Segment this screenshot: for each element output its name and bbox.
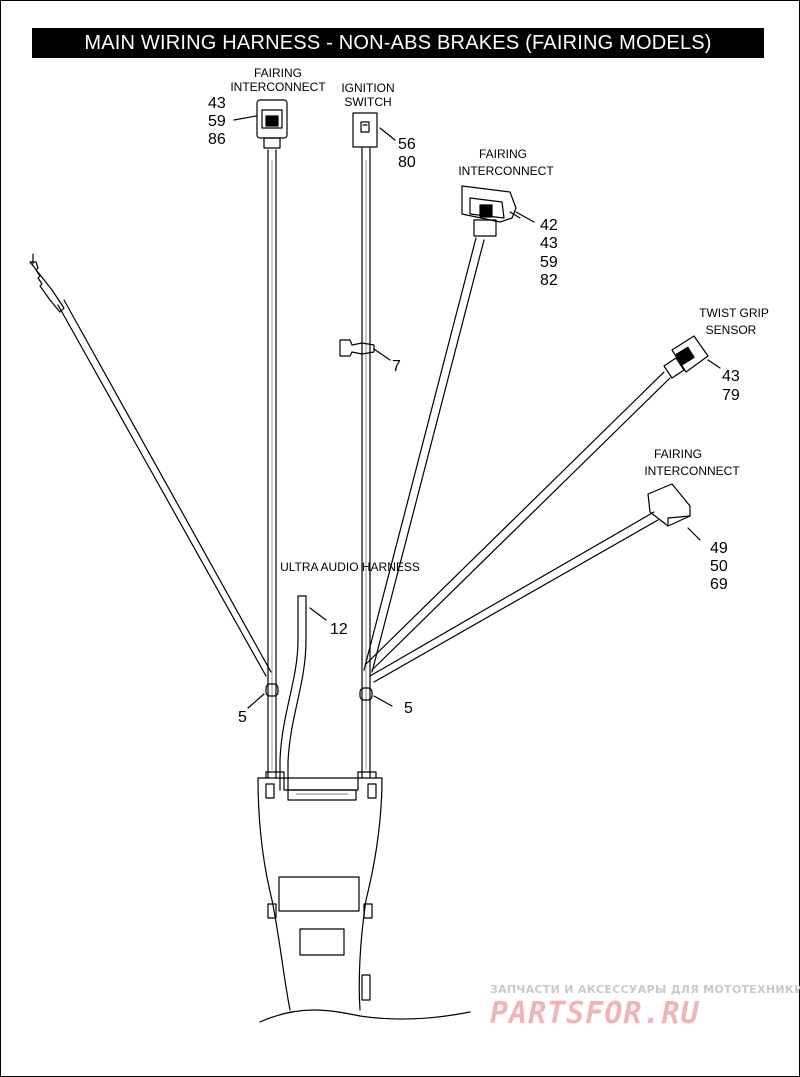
svg-text:IGNITION: IGNITION — [341, 81, 394, 95]
ref-43: 43 — [208, 95, 226, 112]
svg-text:TWIST GRIP: TWIST GRIP — [699, 306, 769, 320]
connector-fairing-interconnect-top — [233, 99, 288, 149]
clip-5-right — [359, 687, 393, 707]
svg-text:ULTRA AUDIO HARNESS: ULTRA AUDIO HARNESS — [280, 560, 420, 574]
wire-fairing-interconnect-right — [369, 511, 659, 683]
svg-text:INTERCONNECT: INTERCONNECT — [644, 464, 740, 478]
harness-trunk — [257, 771, 471, 1023]
ref-59: 59 — [208, 113, 226, 130]
wire-ignition-switch — [361, 147, 371, 779]
connector-ignition-switch — [352, 112, 396, 148]
wire-twist-grip-sensor — [365, 371, 671, 671]
label-ultra-audio-harness: ULTRA AUDIO HARNESS 12 — [280, 560, 420, 638]
ref-43: 43 — [540, 235, 558, 252]
svg-text:SWITCH: SWITCH — [344, 95, 391, 109]
wire-fairing-interconnect-top — [267, 149, 277, 779]
label-ignition-switch: IGNITION SWITCH 56 80 — [341, 81, 416, 171]
label-twist-grip-sensor: TWIST GRIP SENSOR 43 79 — [699, 306, 769, 404]
ref-79: 79 — [722, 387, 740, 404]
svg-text:FAIRING: FAIRING — [654, 447, 702, 461]
ref-56: 56 — [398, 136, 416, 153]
ref-7: 7 — [392, 358, 401, 375]
ref-12: 12 — [330, 621, 348, 638]
connector-fairing-interconnect-mid — [461, 185, 535, 237]
svg-text:FAIRING: FAIRING — [254, 66, 302, 80]
ultra-audio-harness — [279, 595, 327, 791]
connector-twist-grip-sensor — [663, 335, 721, 379]
clip-7 — [339, 339, 391, 361]
ref-80: 80 — [398, 154, 416, 171]
ref-5-left: 5 — [238, 709, 247, 726]
connector-fairing-interconnect-right — [647, 483, 701, 541]
svg-text:SENSOR: SENSOR — [706, 323, 757, 337]
ref-43: 43 — [722, 368, 740, 385]
svg-text:INTERCONNECT: INTERCONNECT — [458, 164, 554, 178]
ref-69: 69 — [710, 576, 728, 593]
label-fairing-interconnect-mid: FAIRING INTERCONNECT 42 43 59 82 — [458, 147, 558, 289]
ref-5-right: 5 — [404, 700, 413, 717]
ref-59: 59 — [540, 254, 558, 271]
diagram-title: MAIN WIRING HARNESS - NON-ABS BRAKES (FA… — [84, 32, 712, 54]
title-bar: MAIN WIRING HARNESS - NON-ABS BRAKES (FA… — [32, 28, 764, 58]
wire-fairing-interconnect-mid — [363, 237, 485, 673]
ref-82: 82 — [540, 272, 558, 289]
ref-50: 50 — [710, 558, 728, 575]
watermark-tagline: ЗАПЧАСТИ И АКСЕССУАРЫ ДЛЯ МОТОТЕХНИКИ — [490, 983, 800, 996]
svg-text:FAIRING: FAIRING — [479, 147, 527, 161]
ref-49: 49 — [710, 540, 728, 557]
ref-42: 42 — [540, 217, 558, 234]
antenna-lead — [29, 253, 272, 677]
label-fairing-interconnect-right: FAIRING INTERCONNECT 49 50 69 — [644, 447, 740, 593]
svg-text:INTERCONNECT: INTERCONNECT — [230, 80, 326, 94]
clip-5-left — [247, 683, 279, 709]
watermark-logo: PARTSFOR.RU — [490, 996, 700, 1031]
ref-86: 86 — [208, 131, 226, 148]
label-fairing-interconnect-top: FAIRING INTERCONNECT 43 59 86 — [208, 66, 326, 148]
